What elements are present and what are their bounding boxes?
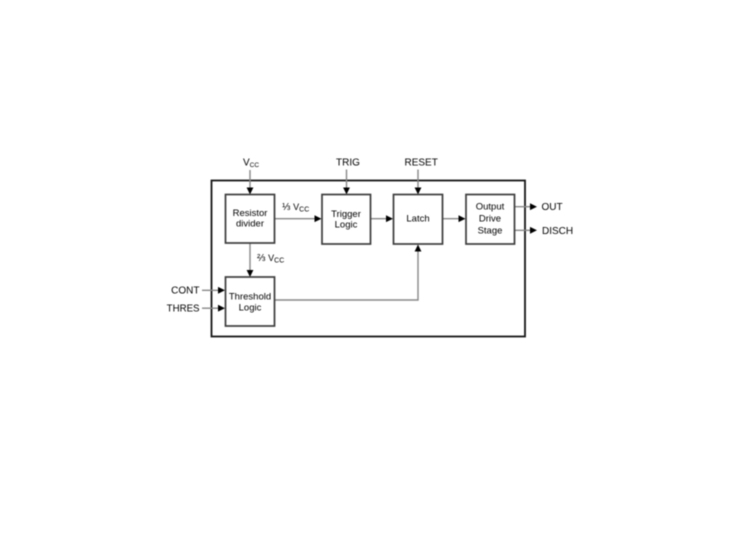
svg-text:DISCH: DISCH [542,226,573,237]
svg-text:OUT: OUT [542,202,563,213]
svg-text:Latch: Latch [406,214,429,225]
svg-text:Logic: Logic [239,302,262,313]
svg-text:VCC: VCC [243,158,259,169]
svg-text:Drive: Drive [479,214,501,225]
svg-text:THRES: THRES [167,304,200,315]
svg-text:CONT: CONT [171,286,199,297]
svg-text:⅔ VCC: ⅔ VCC [257,253,284,265]
svg-text:⅓ VCC: ⅓ VCC [282,202,309,214]
svg-text:Stage: Stage [478,226,503,237]
svg-text:Resistor: Resistor [233,208,268,219]
svg-text:Output: Output [476,202,505,213]
svg-text:divider: divider [236,219,264,230]
svg-text:Threshold: Threshold [229,291,271,302]
svg-text:Logic: Logic [335,220,358,231]
svg-text:TRIG: TRIG [336,158,360,169]
svg-text:Trigger: Trigger [331,209,361,220]
svg-text:RESET: RESET [405,158,438,169]
